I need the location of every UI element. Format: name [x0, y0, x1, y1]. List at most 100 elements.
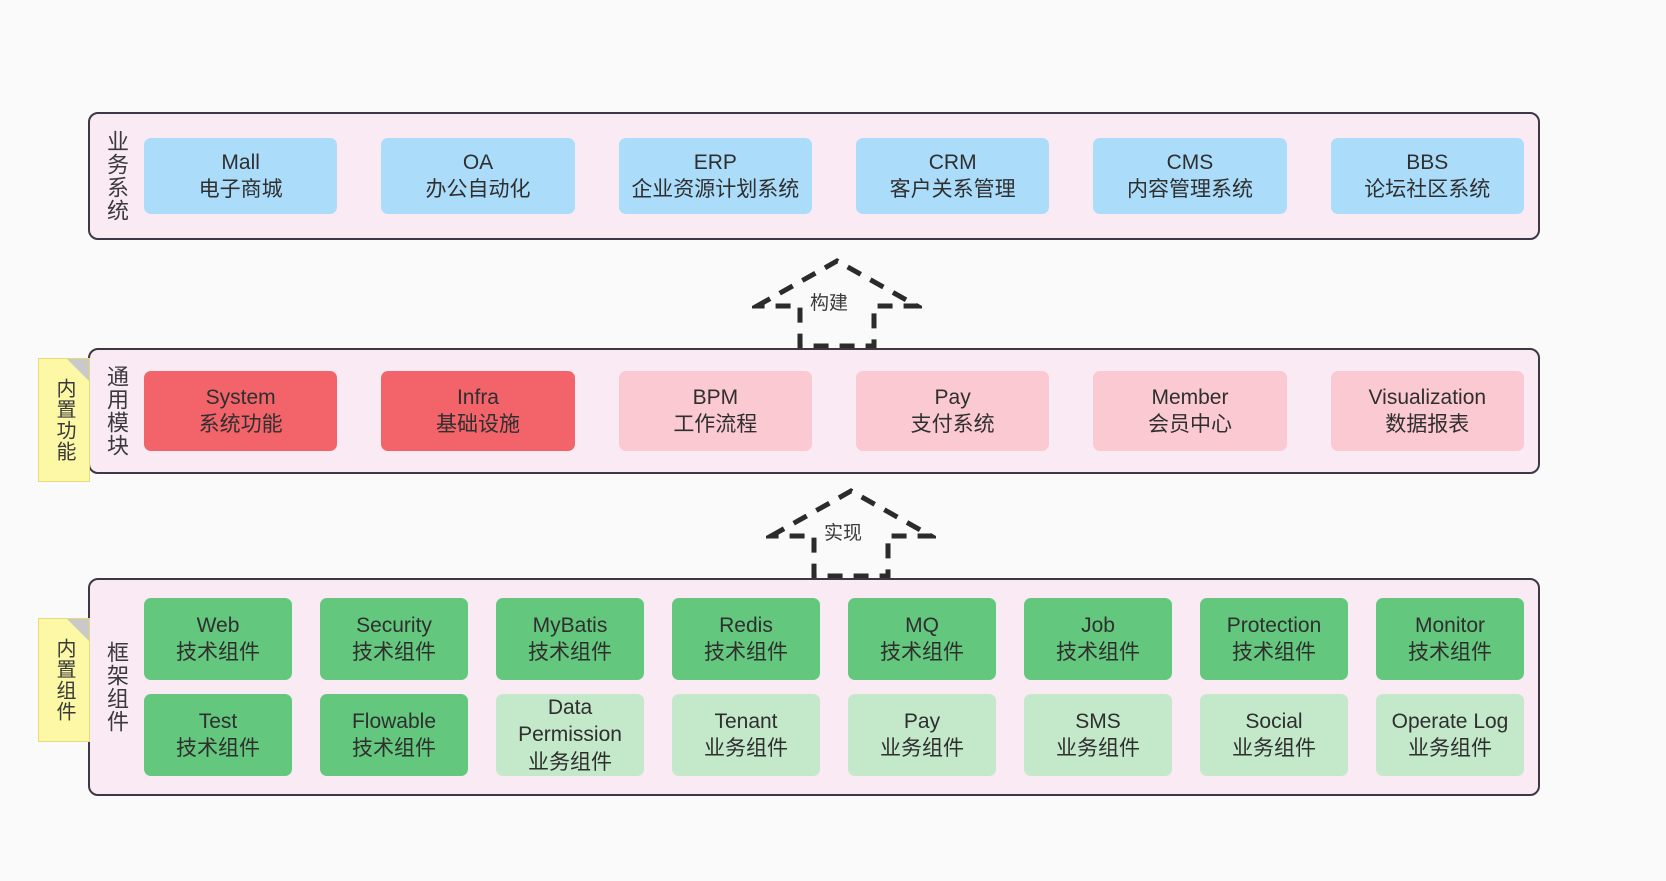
card-title: Flowable: [351, 709, 437, 733]
note-builtin-components: 内置组件: [38, 618, 90, 742]
card-title: Redis: [719, 613, 773, 637]
card-row: System 系统功能 Infra 基础设施 BPM 工作流程 Pay 支付系统…: [144, 371, 1524, 451]
note-label: 内置功能: [53, 378, 75, 462]
card-title: Monitor: [1414, 613, 1486, 637]
card-redis[interactable]: Redis 技术组件: [672, 598, 820, 680]
card-subtitle: 企业资源计划系统: [631, 178, 800, 201]
card-title: Tenant: [714, 709, 778, 733]
layer-body-framework: Web 技术组件 Security 技术组件 MyBatis 技术组件 Redi…: [142, 580, 1538, 794]
card-title: Data Permission: [518, 696, 622, 747]
card-web[interactable]: Web 技术组件: [144, 598, 292, 680]
card-subtitle: 技术组件: [1408, 641, 1492, 664]
card-mall[interactable]: Mall 电子商城: [144, 138, 338, 214]
card-member[interactable]: Member 会员中心: [1093, 371, 1287, 451]
card-subtitle: 会员中心: [1147, 413, 1232, 436]
layer-common-modules: 通用模块 System 系统功能 Infra 基础设施 BPM 工作流程 Pay…: [88, 348, 1540, 474]
card-bbs[interactable]: BBS 论坛社区系统: [1330, 138, 1524, 214]
card-title: CRM: [928, 150, 977, 174]
note-fold-icon: [67, 359, 89, 381]
card-title: Visualization: [1368, 385, 1487, 409]
card-title: Security: [356, 613, 432, 637]
card-title: OA: [462, 150, 494, 174]
card-subtitle: 内容管理系统: [1126, 178, 1253, 201]
card-operate-log[interactable]: Operate Log 业务组件: [1376, 694, 1524, 776]
card-bpm[interactable]: BPM 工作流程: [618, 371, 812, 451]
card-system[interactable]: System 系统功能: [144, 371, 338, 451]
layer-body-common: System 系统功能 Infra 基础设施 BPM 工作流程 Pay 支付系统…: [142, 350, 1538, 472]
card-title: ERP: [693, 150, 737, 174]
card-subtitle: 技术组件: [880, 641, 964, 664]
layer-framework-components: 框架组件 Web 技术组件 Security 技术组件 MyBatis 技术组件…: [88, 578, 1540, 796]
card-subtitle: 系统功能: [198, 413, 283, 436]
card-subtitle: 技术组件: [528, 641, 612, 664]
card-monitor[interactable]: Monitor 技术组件: [1376, 598, 1524, 680]
card-title: MyBatis: [532, 613, 608, 637]
card-row-business: Test 技术组件 Flowable 技术组件 Data Permission …: [144, 694, 1524, 776]
card-cms[interactable]: CMS 内容管理系统: [1093, 138, 1287, 214]
card-test[interactable]: Test 技术组件: [144, 694, 292, 776]
card-subtitle: 技术组件: [1232, 641, 1316, 664]
card-mq[interactable]: MQ 技术组件: [848, 598, 996, 680]
card-subtitle: 技术组件: [176, 737, 260, 760]
card-title: Pay: [934, 385, 971, 409]
arrow-build-shape: [752, 258, 922, 348]
card-infra[interactable]: Infra 基础设施: [381, 371, 575, 451]
card-subtitle: 技术组件: [1056, 641, 1140, 664]
card-tenant[interactable]: Tenant 业务组件: [672, 694, 820, 776]
arrow-implement-label: 实现: [824, 523, 863, 544]
card-flowable[interactable]: Flowable 技术组件: [320, 694, 468, 776]
card-subtitle: 技术组件: [352, 641, 436, 664]
card-subtitle: 业务组件: [1056, 737, 1140, 760]
card-title: Web: [196, 613, 240, 637]
card-subtitle: 支付系统: [910, 413, 995, 436]
card-title: Mall: [221, 150, 260, 174]
card-subtitle: 客户关系管理: [889, 178, 1016, 201]
card-subtitle: 业务组件: [1408, 737, 1492, 760]
card-subtitle: 业务组件: [880, 737, 964, 760]
card-title: Member: [1151, 385, 1229, 409]
card-row-tech: Web 技术组件 Security 技术组件 MyBatis 技术组件 Redi…: [144, 598, 1524, 680]
note-builtin-features: 内置功能: [38, 358, 90, 482]
card-protection[interactable]: Protection 技术组件: [1200, 598, 1348, 680]
layer-title-business: 业务系统: [103, 130, 129, 222]
arrow-implement-shape: [766, 488, 936, 578]
card-social[interactable]: Social 业务组件: [1200, 694, 1348, 776]
card-subtitle: 业务组件: [528, 750, 612, 774]
layer-body-business: Mall 电子商城 OA 办公自动化 ERP 企业资源计划系统 CRM 客户关系…: [142, 114, 1538, 238]
card-pay-module[interactable]: Pay 支付系统: [855, 371, 1050, 451]
card-visualization[interactable]: Visualization 数据报表: [1330, 371, 1524, 451]
card-sms[interactable]: SMS 业务组件: [1024, 694, 1172, 776]
arrow-build: 构建: [752, 256, 922, 348]
card-data-permission[interactable]: Data Permission 业务组件: [496, 694, 644, 776]
card-pay-component[interactable]: Pay 业务组件: [848, 694, 996, 776]
card-title: Social: [1245, 709, 1303, 733]
card-job[interactable]: Job 技术组件: [1024, 598, 1172, 680]
card-title: Infra: [456, 385, 499, 409]
layer-title-framework: 框架组件: [103, 641, 129, 733]
card-subtitle: 数据报表: [1385, 413, 1470, 436]
card-subtitle: 论坛社区系统: [1364, 178, 1491, 201]
note-label: 内置组件: [53, 638, 75, 722]
card-security[interactable]: Security 技术组件: [320, 598, 468, 680]
card-title: CMS: [1166, 150, 1214, 174]
layer-title-common: 通用模块: [103, 365, 129, 457]
card-title: MQ: [905, 613, 939, 637]
card-row: Mall 电子商城 OA 办公自动化 ERP 企业资源计划系统 CRM 客户关系…: [144, 138, 1524, 214]
card-subtitle: 技术组件: [704, 641, 788, 664]
card-title: Job: [1081, 613, 1115, 637]
card-title: Pay: [903, 709, 941, 733]
arrow-build-label: 构建: [810, 293, 849, 314]
card-title: BPM: [692, 385, 739, 409]
card-erp[interactable]: ERP 企业资源计划系统: [618, 138, 812, 214]
card-subtitle: 办公自动化: [425, 178, 531, 201]
card-subtitle: 技术组件: [352, 737, 436, 760]
card-mybatis[interactable]: MyBatis 技术组件: [496, 598, 644, 680]
card-subtitle: 工作流程: [673, 413, 758, 436]
card-oa[interactable]: OA 办公自动化: [381, 138, 575, 214]
card-crm[interactable]: CRM 客户关系管理: [855, 138, 1050, 214]
card-title: System: [205, 385, 276, 409]
card-subtitle: 基础设施: [435, 413, 520, 436]
card-subtitle: 业务组件: [1232, 737, 1316, 760]
card-title: Test: [198, 709, 238, 733]
